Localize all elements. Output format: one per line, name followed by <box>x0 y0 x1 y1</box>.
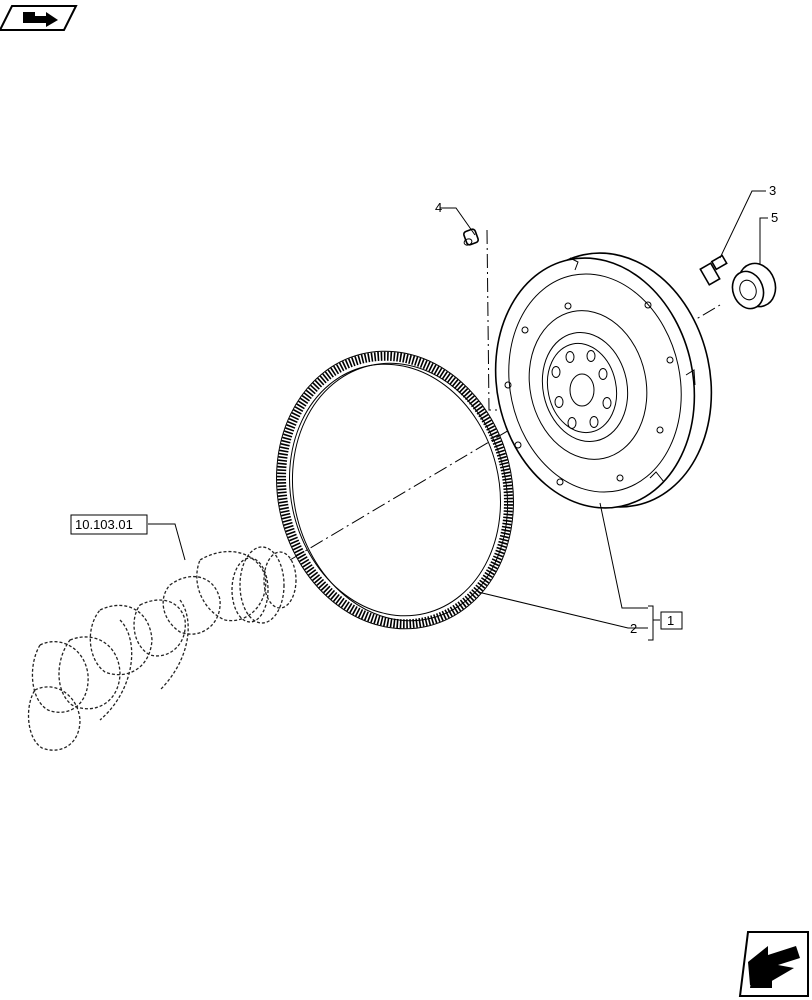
previous-page-arrow-icon[interactable] <box>0 5 78 31</box>
bushing-part <box>731 262 777 310</box>
leader-line-flywheel <box>599 502 648 609</box>
leader-line-4 <box>440 207 476 236</box>
callout-2[interactable]: 2 <box>630 621 637 636</box>
reference-label: 10.103.01 <box>75 517 133 532</box>
leader-line-reference <box>148 523 186 561</box>
next-page-arrow-icon[interactable] <box>738 931 809 997</box>
bolt-part <box>699 254 728 286</box>
leader-line-3 <box>719 190 766 259</box>
assembly-callout-box[interactable]: 1 <box>660 611 683 630</box>
callout-1: 1 <box>667 613 674 628</box>
assembly-bracket <box>648 605 654 641</box>
dowel-pin-part <box>463 228 479 246</box>
crankshaft-reference-part <box>27 546 297 751</box>
callout-3[interactable]: 3 <box>769 183 776 198</box>
leader-line-2 <box>477 591 648 629</box>
flywheel-part <box>494 252 713 509</box>
leader-line-5 <box>759 217 768 265</box>
callout-4[interactable]: 4 <box>435 200 442 215</box>
callout-5[interactable]: 5 <box>771 210 778 225</box>
reference-callout-box[interactable]: 10.103.01 <box>70 514 148 535</box>
ring-gear-part <box>276 350 514 630</box>
